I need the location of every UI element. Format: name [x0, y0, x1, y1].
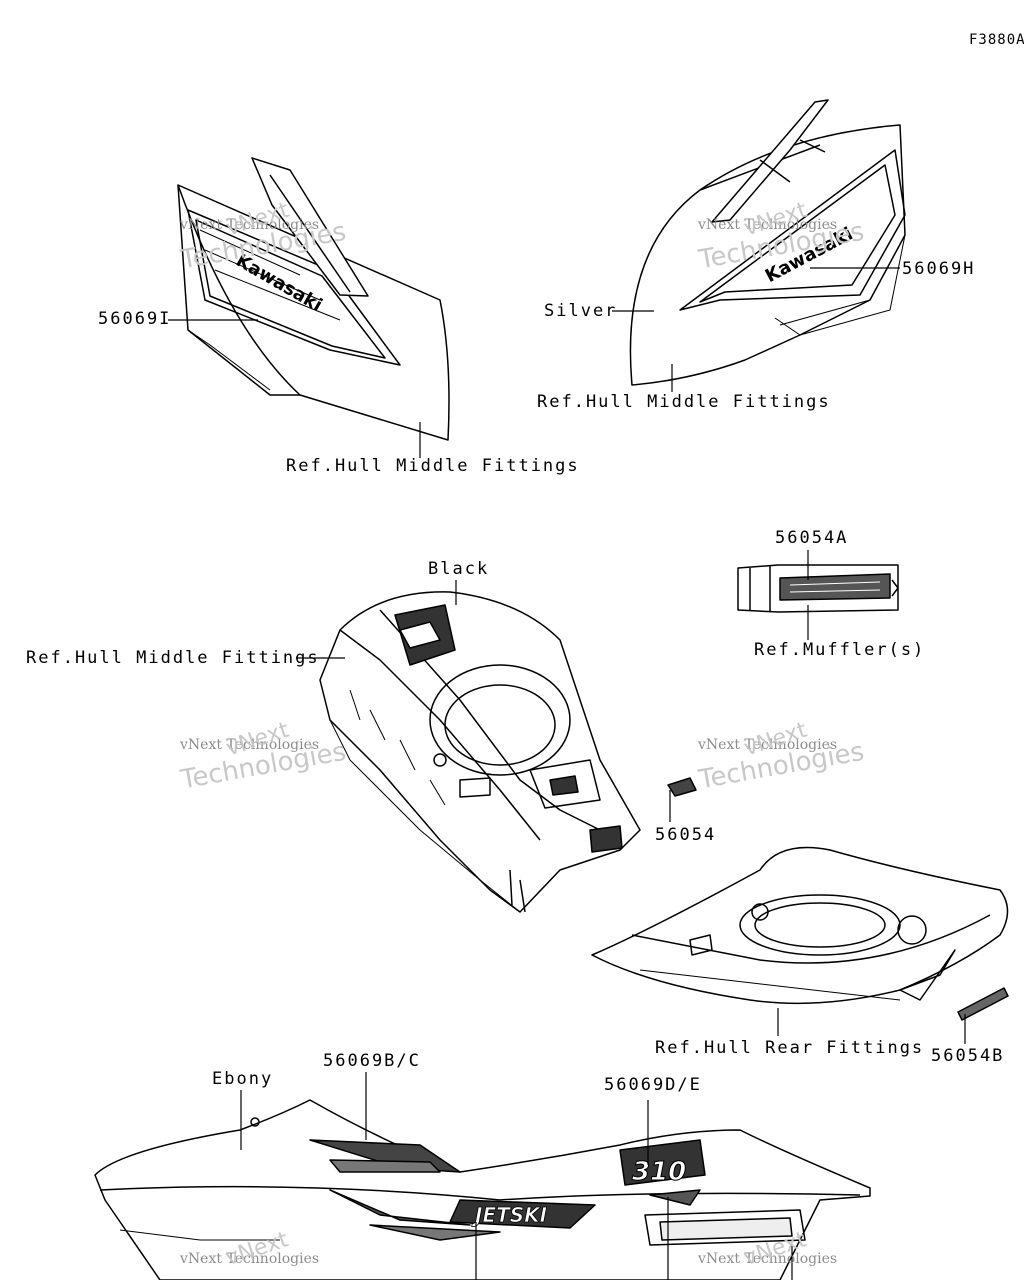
rear-hull [591, 846, 1009, 1005]
part-56069BC-label: 56069B/C [323, 1051, 421, 1071]
hull-side-jetski-decal: JETSKI [471, 1203, 548, 1227]
hull-side-model-decal: 310 [632, 1157, 686, 1187]
sticker-56054B [957, 987, 1009, 1021]
part-56069H-label: 56069H [902, 259, 976, 279]
right-front-cover [629, 99, 906, 386]
leader-lines [168, 267, 966, 1280]
ref-hull-middle-label: Ref.Hull Middle Fittings [286, 456, 580, 476]
color-ebony-label: Ebony [212, 1069, 274, 1089]
left-front-cover [177, 157, 450, 441]
diagram-id: F3880A [969, 32, 1024, 48]
hull-side-panel [94, 1099, 871, 1280]
sticker-56054 [667, 777, 697, 797]
part-56069I-label: 56069I [98, 309, 172, 329]
color-black-label: Black [428, 559, 490, 579]
part-56054A-label: 56054A [775, 528, 849, 548]
deck-center-hull [319, 591, 641, 913]
ref-hull-middle-label: Ref.Hull Middle Fittings [26, 648, 320, 668]
part-56054-label: 56054 [655, 825, 717, 845]
muffler-cover [737, 564, 899, 613]
ref-hull-middle-label: Ref.Hull Middle Fittings [537, 392, 831, 412]
color-silver-label: Silver [544, 301, 618, 321]
ref-hull-rear-label: Ref.Hull Rear Fittings [655, 1038, 925, 1058]
ref-muffler-label: Ref.Muffler(s) [754, 640, 926, 660]
part-56054B-label: 56054B [931, 1046, 1005, 1066]
part-56069DE-label: 56069D/E [604, 1075, 702, 1095]
